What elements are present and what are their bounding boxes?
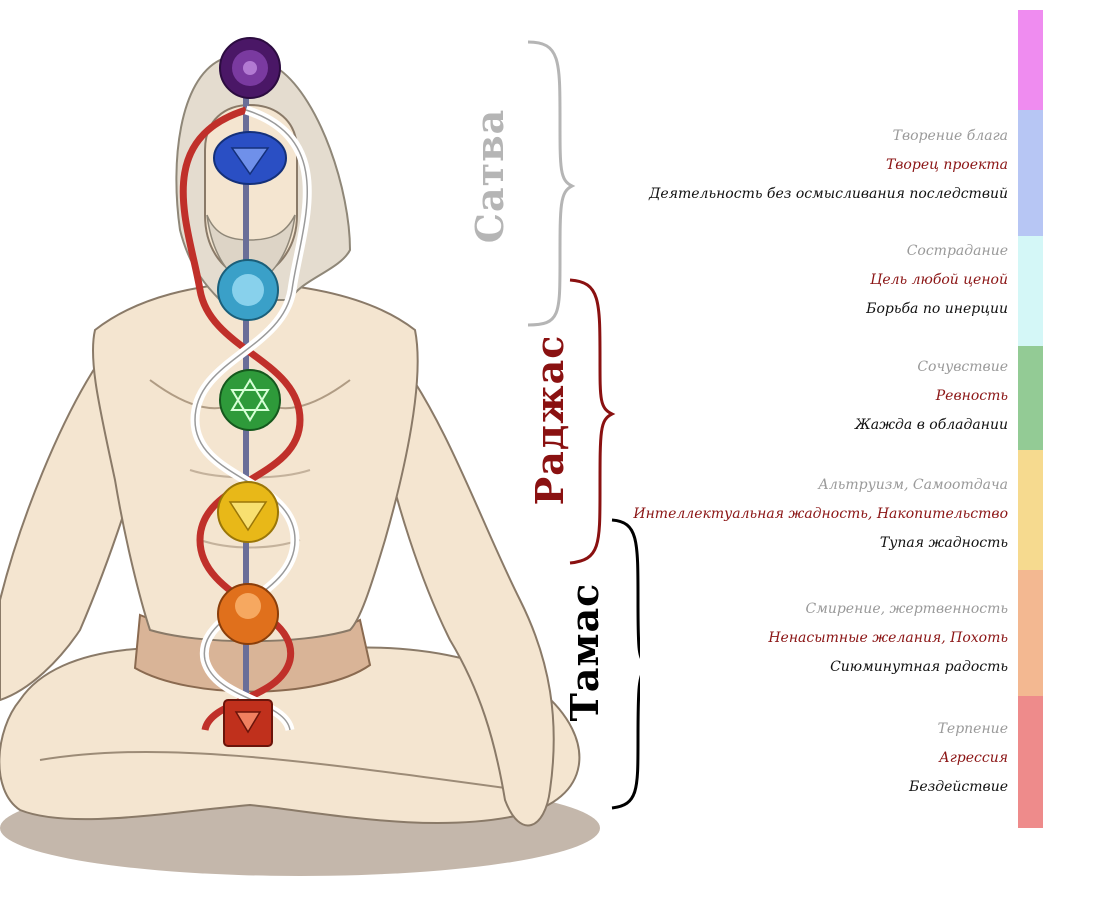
level-tamas-text: Сиюминутная радость [830,659,1008,675]
color-segment-throat [1018,236,1043,346]
level-solar: Сочувствие Ревность Жажда в обладании [855,353,1008,440]
root-chakra-icon [223,699,273,747]
level-tamas-text: Жажда в обладании [855,417,1008,433]
solar-plexus-chakra-icon [217,481,279,543]
level-tamas-text: Деятельность без осмысливания последстви… [649,186,1008,202]
color-segment-root [1018,696,1043,828]
sacral-chakra-icon [217,583,279,645]
chakra-color-bar [1018,10,1043,828]
level-sattva-text: Сострадание [906,243,1008,259]
color-segment-solar [1018,450,1043,570]
level-rajas-text: Ненасытные желания, Похоть [768,630,1008,646]
color-segment-third-eye [1018,110,1043,236]
level-sattva-text: Сочувствие [917,359,1008,375]
throat-chakra-icon [217,259,279,321]
level-sacral: Альтруизм, Самоотдача Интеллектуальная ж… [633,471,1008,558]
meditating-figure-illustration [0,37,600,876]
rajas-label: Раджас [527,334,572,506]
tamas-label: Тамас [562,582,607,722]
level-sattva-text: Альтруизм, Самоотдача [818,477,1008,493]
crown-chakra-icon [219,37,281,99]
level-lower: Смирение, жертвенность Ненасытные желани… [768,595,1008,682]
level-rajas-text: Цель любой ценой [870,272,1008,288]
rajas-brace [569,278,616,565]
level-sattva-text: Смирение, жертвенность [805,601,1009,617]
level-throat: Творение блага Творец проекта Деятельнос… [649,122,1008,209]
level-rajas-text: Интеллектуальная жадность, Накопительств… [633,506,1008,522]
level-heart: Сострадание Цель любой ценой Борьба по и… [866,237,1008,324]
level-tamas-text: Бездействие [909,779,1008,795]
level-tamas-text: Тупая жадность [879,535,1008,551]
level-rajas-text: Творец проекта [885,157,1008,173]
guna-braces [527,40,640,810]
color-segment-heart [1018,346,1043,450]
level-sattva-text: Терпение [937,721,1008,737]
level-rajas-text: Ревность [935,388,1008,404]
level-sattva-text: Творение блага [892,128,1008,144]
third-eye-chakra-icon [213,131,287,185]
level-root: Терпение Агрессия Бездействие [909,715,1008,802]
heart-chakra-icon [219,369,281,431]
color-segment-crown [1018,10,1043,110]
right-arm-shape [378,357,555,827]
sattva-brace [527,40,576,327]
sattva-label: Сатва [467,108,512,244]
color-segment-sacral [1018,570,1043,696]
level-rajas-text: Агрессия [939,750,1008,766]
red-channel [179,106,304,732]
tamas-brace [611,518,640,810]
leg-fold-line [39,750,521,791]
level-tamas-text: Борьба по инерции [866,301,1008,317]
